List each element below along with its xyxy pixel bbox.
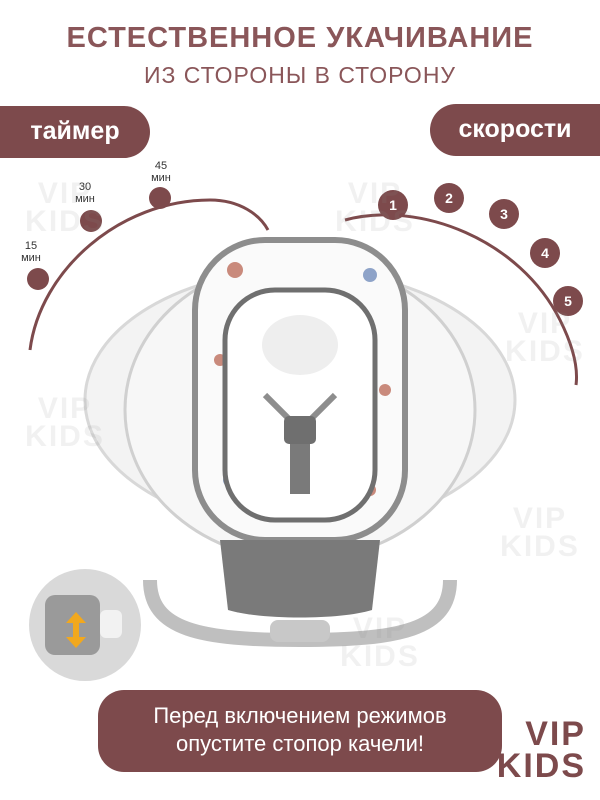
- speed-4: 4: [530, 238, 560, 268]
- notice-line-1: Перед включением режимов: [153, 703, 447, 728]
- brand-logo: VIP KIDS: [496, 715, 586, 785]
- baby-swing-illustration: [25, 198, 579, 685]
- pattern-dot: [227, 262, 243, 278]
- pattern-dot: [363, 268, 377, 282]
- pattern-dot: [379, 384, 391, 396]
- stopper-button: [100, 610, 122, 638]
- speed-1: 1: [378, 190, 408, 220]
- up-down-arrow-icon: [66, 612, 86, 648]
- crotch-strap: [290, 444, 310, 494]
- timer-dot-30: [80, 210, 102, 232]
- timer-dot-15: [27, 268, 49, 290]
- speed-5: 5: [553, 286, 583, 316]
- timer-label: таймер: [0, 106, 150, 158]
- speeds-label: скорости: [430, 104, 600, 156]
- stopper-lever: [45, 595, 100, 655]
- control-panel: [270, 620, 330, 642]
- harness-buckle: [284, 416, 316, 444]
- seat-footrest: [220, 540, 380, 618]
- warning-notice: Перед включением режимов опустите стопор…: [98, 690, 502, 772]
- timer-dot-45: [149, 187, 171, 209]
- page-title: ЕСТЕСТВЕННОЕ УКАЧИВАНИЕ: [66, 22, 534, 54]
- head-support: [262, 315, 338, 375]
- notice-line-2: опустите стопор качели!: [175, 731, 425, 756]
- page-subtitle: ИЗ СТОРОНЫ В СТОРОНУ: [143, 62, 457, 88]
- speed-2: 2: [434, 183, 464, 213]
- speed-3: 3: [489, 199, 519, 229]
